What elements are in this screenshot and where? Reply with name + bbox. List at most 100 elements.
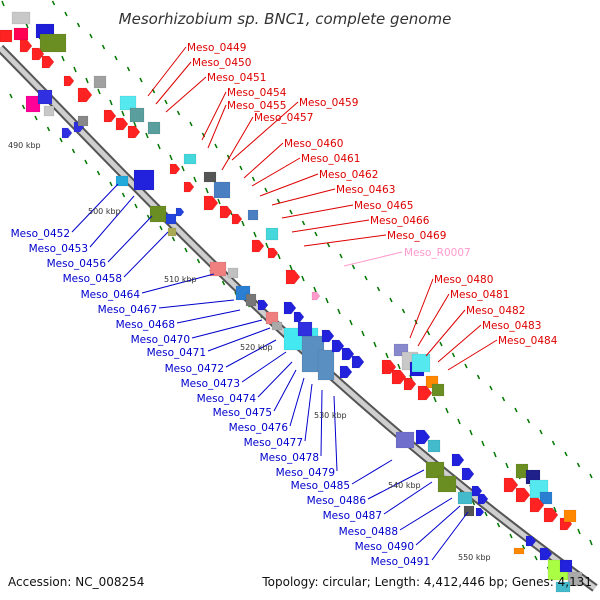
forward-gene-label: Meso_0482 — [466, 305, 525, 317]
gene-arrow — [543, 507, 559, 523]
tick-mark — [349, 319, 353, 326]
forward-gene-label: Meso_0461 — [301, 153, 360, 165]
leader-line — [437, 324, 482, 363]
tick-mark — [576, 462, 581, 468]
gene-arrow — [203, 195, 219, 211]
tick-mark — [96, 170, 101, 176]
gene-arrow — [31, 47, 45, 61]
gene-arrow — [61, 127, 73, 139]
tick-mark — [241, 220, 245, 227]
tick-mark — [109, 99, 113, 106]
tick-mark — [97, 88, 101, 95]
tick-mark — [493, 451, 497, 458]
tick-mark — [61, 55, 65, 62]
gene-arrow — [539, 547, 553, 561]
leader-line — [415, 505, 461, 546]
label-leader-lines — [71, 46, 498, 561]
reverse-gene-label: Meso_0453 — [29, 243, 88, 255]
gene-labels: Meso_0449Meso_0450Meso_0451Meso_0454Meso… — [11, 42, 558, 568]
gene-arrow — [391, 369, 407, 385]
gene-box — [463, 505, 475, 517]
reverse-gene-label: Meso_0467 — [98, 304, 157, 316]
leader-line — [383, 481, 433, 515]
tick-mark — [301, 220, 306, 226]
tick-mark — [277, 253, 281, 260]
tick-mark — [577, 528, 581, 535]
tick-mark — [114, 55, 118, 61]
tick-mark — [509, 533, 513, 539]
tick-mark — [451, 352, 456, 358]
tick-mark — [71, 148, 76, 154]
reverse-gene-label: Meso_0468 — [116, 319, 175, 331]
tick-mark — [289, 209, 293, 215]
leader-line — [141, 273, 215, 294]
tick-mark — [505, 462, 509, 469]
tick-mark — [181, 165, 185, 172]
tick-mark — [265, 242, 269, 249]
kbp-label: 510 kbp — [164, 275, 197, 284]
leader-line — [399, 497, 453, 531]
tick-mark — [214, 143, 218, 149]
leader-line — [351, 459, 393, 485]
tick-mark — [121, 110, 125, 117]
reverse-gene-label: Meso_0475 — [213, 407, 272, 419]
gene-arrow — [103, 109, 117, 123]
gene-box — [0, 29, 13, 43]
gene-box — [513, 547, 525, 555]
kbp-label: 520 kbp — [240, 343, 273, 352]
tick-mark — [361, 330, 365, 337]
tick-mark — [426, 330, 431, 336]
gene-box — [165, 213, 177, 225]
tick-mark — [339, 253, 343, 259]
leader-line — [155, 61, 192, 105]
tick-mark — [73, 66, 77, 73]
kbp-label: 530 kbp — [314, 411, 347, 420]
forward-gene-label: Meso_0451 — [207, 72, 266, 84]
gene-box — [411, 353, 431, 373]
reverse-gene-label: Meso_0486 — [307, 495, 367, 507]
gene-box — [209, 261, 227, 277]
kbp-label: 490 kbp — [8, 141, 41, 150]
tick-mark — [76, 22, 81, 28]
gene-box — [425, 461, 445, 479]
reverse-gene-label: Meso_0478 — [260, 452, 319, 464]
forward-gene-label: Meso_0463 — [336, 184, 395, 196]
tick-mark — [397, 363, 401, 370]
tick-mark — [171, 236, 176, 242]
gene-arrow — [515, 487, 531, 503]
gene-box — [559, 559, 573, 573]
gene-arrow — [461, 467, 475, 481]
leader-line — [289, 377, 305, 427]
tick-mark — [589, 539, 593, 546]
tick-mark — [351, 264, 356, 270]
tick-mark — [501, 396, 506, 402]
tick-mark — [276, 198, 281, 204]
gene-arrow — [63, 75, 75, 87]
tick-mark — [121, 192, 126, 198]
tick-mark — [389, 297, 393, 303]
tick-mark — [471, 500, 476, 506]
gene-box — [563, 509, 577, 523]
leader-line — [367, 469, 425, 500]
gene-arrow — [127, 125, 141, 139]
tick-mark — [101, 44, 106, 50]
gene-box — [203, 171, 217, 183]
tick-mark — [314, 231, 318, 237]
forward-gene-label: Meso_0460 — [284, 138, 343, 150]
leader-line — [291, 219, 370, 233]
gene-box — [149, 205, 167, 223]
gene-box — [247, 209, 259, 221]
gene-box — [437, 475, 457, 493]
tick-mark — [457, 418, 461, 425]
gene-box — [183, 153, 197, 165]
tick-mark — [159, 225, 163, 231]
gene-box — [13, 27, 29, 41]
tick-mark — [264, 187, 268, 193]
tick-mark — [169, 154, 173, 161]
tick-mark — [325, 297, 329, 304]
map-title: Mesorhizobium sp. BNC1, complete genome — [119, 10, 452, 28]
tick-mark — [239, 165, 243, 171]
gene-arrow — [475, 507, 485, 517]
reverse-gene-label: Meso_0464 — [81, 289, 141, 301]
